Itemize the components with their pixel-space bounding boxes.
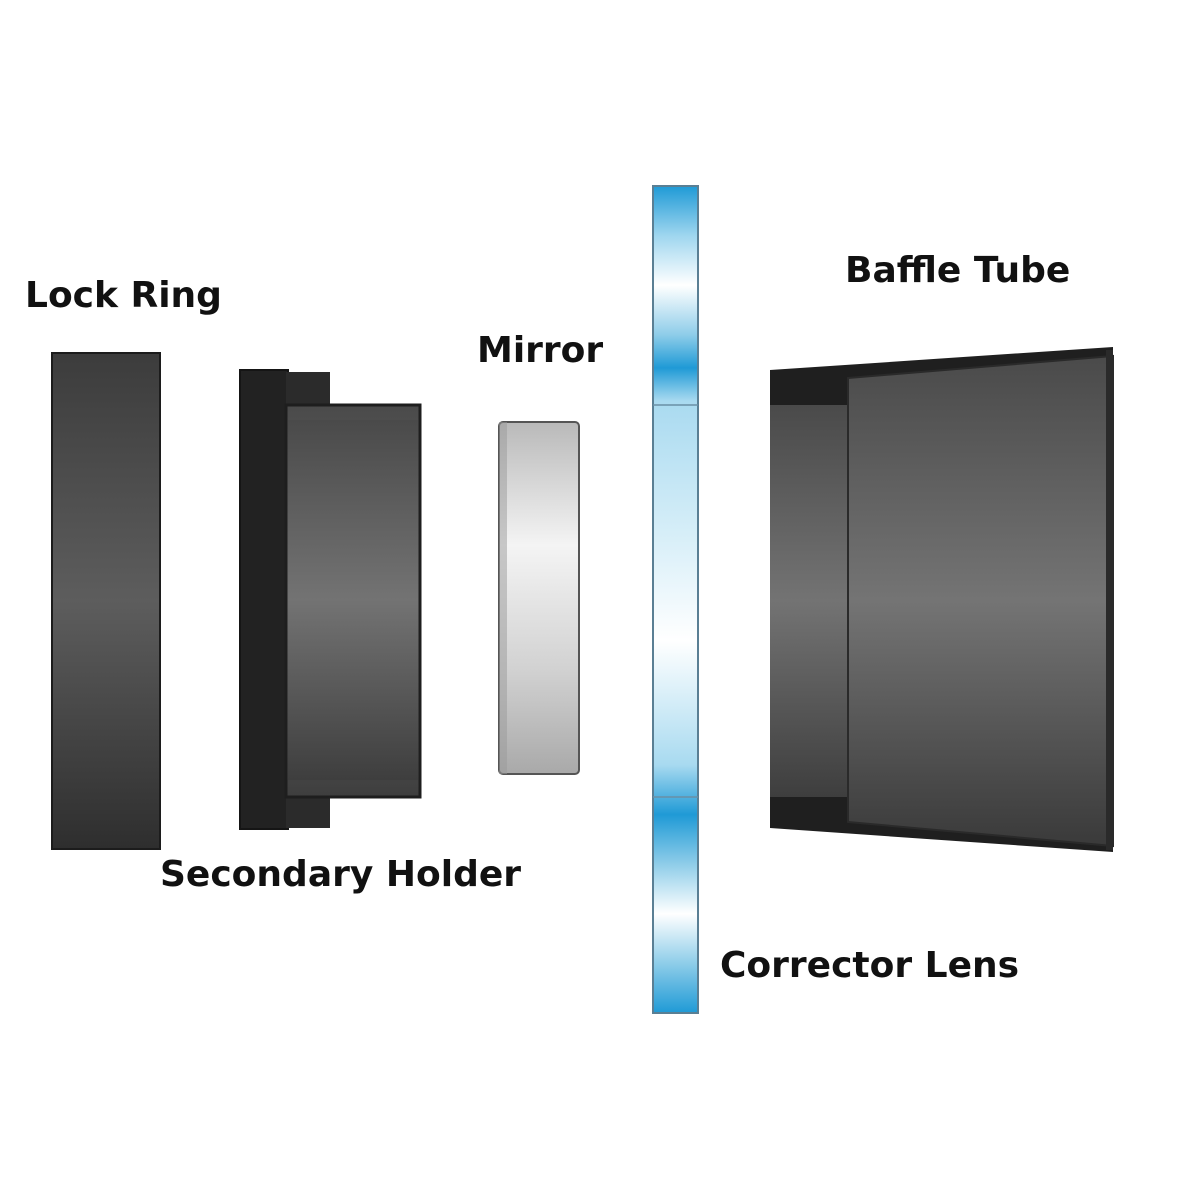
secondary-holder-label: Secondary Holder <box>160 854 522 895</box>
secondary-holder-part <box>239 369 422 830</box>
baffle-tube-label: Baffle Tube <box>845 250 1071 291</box>
corrector-lens-part <box>652 185 699 1014</box>
baffle-tube-part <box>770 347 1114 852</box>
corrector-lens-label: Corrector Lens <box>720 945 1020 986</box>
lock-ring-label: Lock Ring <box>25 275 222 316</box>
mirror-label: Mirror <box>477 330 604 371</box>
mirror-part <box>498 421 580 775</box>
lock-ring-part <box>51 352 161 850</box>
